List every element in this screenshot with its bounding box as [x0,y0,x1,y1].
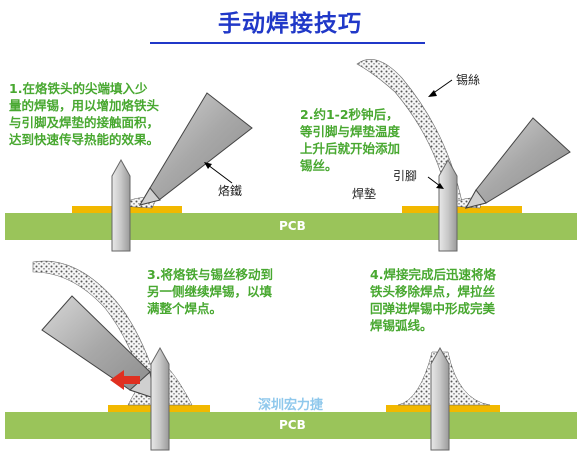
pcb-board-top [5,213,577,240]
pcb-label-top: PCB [279,219,306,233]
step-4-text: 4.焊接完成后迅速将烙 铁头移除焊点，焊拉丝 回弹进焊锡中形成完美 焊锡弧线。 [370,267,496,333]
watermark: 深圳宏力捷 [258,398,324,413]
iron-label: 烙鐵 [218,184,243,198]
step-1-text: 1.在烙铁头的尖端填入少 量的焊锡，用以增加烙铁头 与引脚及焊垫的接触面积， 达… [9,81,160,147]
pcb-label-bottom: PCB [279,418,306,432]
pad-2 [402,206,522,213]
title-underline [150,42,425,44]
lead-pointer-2 [427,176,441,187]
page-title: 手动焊接技巧 [218,11,362,37]
lead-pin-1 [111,158,131,252]
lead-pin-2 [438,158,458,252]
iron-2 [465,117,571,209]
iron-pointer-1 [207,164,233,184]
solder-wire-label: 锡絲 [456,73,481,87]
pad-label: 焊墊 [352,187,377,201]
pcb-board-bottom [5,412,577,439]
wire-pointer-2 [431,79,453,95]
lead-pin-4 [430,346,450,451]
lead-pin-3 [150,346,170,451]
lead-label: 引腳 [393,169,418,183]
move-arrow [110,370,140,390]
step-3-text: 3.将烙铁与锡丝移动到 另一侧继续焊锡，以填 满整个焊点。 [147,267,273,316]
step-2-text: 2.约1-2秒钟后， 等引脚与焊垫温度 上升后就开始添加 锡丝。 [300,107,401,173]
